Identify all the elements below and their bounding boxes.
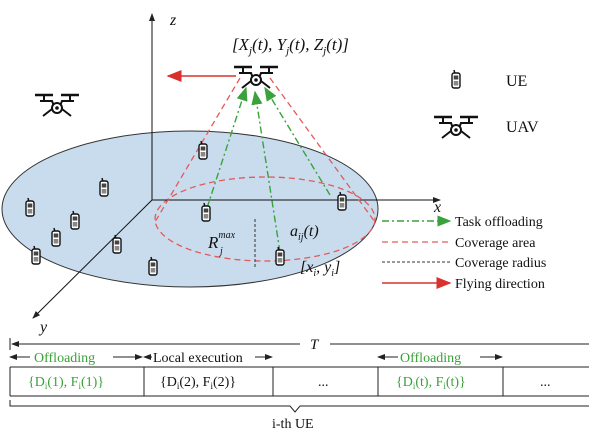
y-axis	[32, 199, 153, 319]
phase-offloading-2-label: Offloading	[400, 351, 461, 366]
ue-brace-caption: i-th UE	[272, 417, 314, 432]
link-indicator-label: aij(t)	[290, 223, 319, 243]
ue-icon	[25, 197, 35, 217]
y-axis-label: y	[38, 319, 48, 336]
timeline-cell-2: {Di(2), Fi(2)}	[160, 375, 236, 391]
phase-offloading-1-label: Offloading	[34, 351, 95, 366]
offload-link-3	[264, 86, 331, 196]
ue-icon	[51, 227, 61, 247]
ue-brace	[9, 400, 589, 413]
idle-uav-icon	[33, 93, 81, 118]
timeline: T Offloading Local execution Offloading …	[9, 337, 589, 432]
ue-icon	[112, 234, 122, 254]
ue-icon	[337, 191, 347, 211]
timeline-cell-4: {Di(t), Fi(t)}	[396, 375, 466, 391]
ground-disk	[1, 130, 379, 288]
legend: UE UAV Task offloading Coverage area Cov…	[382, 69, 546, 292]
serving-uav-icon	[232, 65, 280, 90]
scene: x y z [Xj(t), Yj(t), Zj(t)]	[1, 12, 441, 336]
ue-icon	[99, 177, 109, 197]
coverage-cone-left	[154, 77, 241, 223]
legend-flying-label: Flying direction	[455, 277, 545, 292]
ue-icon	[70, 210, 80, 230]
timeline-cell-3: ...	[318, 375, 329, 390]
offload-link-1	[206, 86, 248, 209]
phase-local-label: Local execution	[153, 351, 243, 366]
legend-offload-label: Task offloading	[455, 215, 543, 230]
legend-uav-icon	[432, 115, 480, 140]
ue-icon	[201, 202, 211, 222]
legend-coverage-radius-label: Coverage radius	[455, 256, 546, 271]
legend-ue-label: UE	[506, 73, 527, 90]
ue-icon	[31, 245, 41, 265]
ue-icon	[198, 140, 208, 160]
timeline-cell-1: {Di(1), Fi(1)}	[28, 375, 104, 391]
legend-ue-icon	[451, 69, 461, 89]
coverage-area	[154, 176, 376, 262]
timeline-cell-5: ...	[540, 375, 551, 390]
ue-position-label: [xi, yi]	[300, 259, 340, 279]
z-axis-label: z	[169, 12, 177, 29]
timeline-T-label: T	[310, 337, 320, 353]
ue-icon	[275, 246, 285, 266]
legend-uav-label: UAV	[506, 119, 539, 136]
legend-coverage-area-label: Coverage area	[455, 236, 536, 251]
uav-position-label: [Xj(t), Yj(t), Zj(t)]	[232, 35, 349, 57]
offload-link-2	[251, 90, 281, 253]
x-axis-label: x	[433, 199, 441, 216]
ue-icon	[148, 256, 158, 276]
